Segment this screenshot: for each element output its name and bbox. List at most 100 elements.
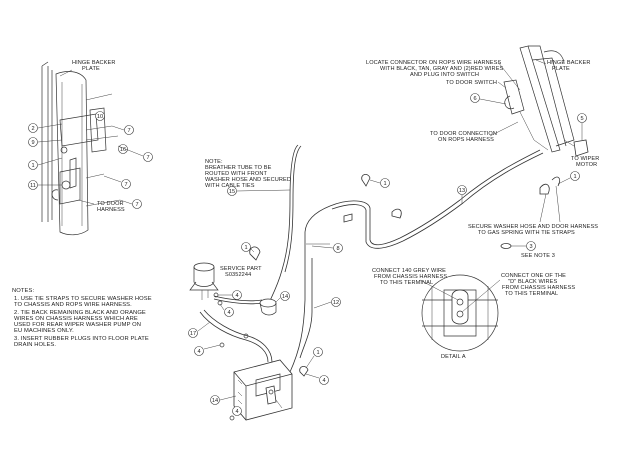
callout-7-right: 7 bbox=[103, 175, 131, 189]
svg-text:3: 3 bbox=[529, 244, 532, 250]
callout-4-e: 4 bbox=[232, 406, 242, 416]
callout-12: 12 bbox=[313, 297, 341, 309]
svg-text:11: 11 bbox=[30, 183, 36, 189]
notes-block: NOTES: 1. USE TIE STRAPS TO SECURE WASHE… bbox=[12, 288, 152, 348]
callout-4-c: 4 bbox=[194, 344, 221, 356]
washer-pump-assembly bbox=[189, 262, 263, 305]
svg-text:1. USE TIE STRAPS TO SECURE W: 1. USE TIE STRAPS TO SECURE WASHER HOSE bbox=[14, 296, 152, 302]
svg-text:TO WIPER: TO WIPER bbox=[571, 156, 599, 162]
svg-text:TO CHASSIS AND ROPS WIRE HARNE: TO CHASSIS AND ROPS WIRE HARNESS. bbox=[14, 302, 132, 308]
svg-text:4: 4 bbox=[235, 409, 238, 415]
svg-text:ON ROPS HARNESS: ON ROPS HARNESS bbox=[438, 137, 494, 143]
svg-text:MOTOR: MOTOR bbox=[576, 162, 597, 168]
svg-text:SERVICE PART: SERVICE PART bbox=[220, 266, 262, 272]
svg-text:HINGE BACKER: HINGE BACKER bbox=[547, 60, 590, 66]
svg-text:8: 8 bbox=[336, 246, 339, 252]
svg-text:1: 1 bbox=[244, 245, 247, 251]
svg-text:EU MACHINES ONLY.: EU MACHINES ONLY. bbox=[14, 328, 74, 334]
locate-connector-label: LOCATE CONNECTOR ON ROPS WIRE HARNESS WI… bbox=[366, 60, 521, 91]
connect-140-label: CONNECT 140 GREY WIRE FROM CHASSIS HARNE… bbox=[372, 268, 459, 301]
detail-a-view bbox=[421, 274, 499, 352]
svg-text:DRAIN HOLES.: DRAIN HOLES. bbox=[14, 342, 56, 348]
svg-text:7: 7 bbox=[127, 128, 130, 134]
svg-text:TO DOOR: TO DOOR bbox=[97, 201, 124, 207]
svg-text:TO GAS SPRING WITH TIE STRAPS: TO GAS SPRING WITH TIE STRAPS bbox=[478, 230, 575, 236]
svg-text:2: 2 bbox=[31, 126, 34, 132]
svg-text:NOTE:: NOTE: bbox=[205, 159, 223, 165]
callout-1-lower-b: 1 bbox=[305, 347, 323, 369]
callout-11: 11 bbox=[28, 180, 62, 190]
svg-text:FROM CHASSIS HARNESS: FROM CHASSIS HARNESS bbox=[502, 285, 575, 291]
svg-text:CONNECT 140 GREY WIRE: CONNECT 140 GREY WIRE bbox=[372, 268, 446, 274]
svg-text:"D" BLACK WIRES: "D" BLACK WIRES bbox=[508, 279, 557, 285]
hose-clips bbox=[343, 174, 560, 223]
svg-text:7: 7 bbox=[135, 202, 138, 208]
to-door-harness-label: TO DOOR HARNESS bbox=[77, 199, 125, 213]
svg-text:WASHER HOSE AND SECURED: WASHER HOSE AND SECURED bbox=[205, 177, 291, 183]
callout-15: 15 bbox=[227, 186, 291, 196]
svg-text:TO DOOR SWITCH: TO DOOR SWITCH bbox=[446, 80, 497, 86]
svg-text:5: 5 bbox=[580, 116, 583, 122]
svg-text:USED FOR REAR WIPER WASHER PUM: USED FOR REAR WIPER WASHER PUMP ON bbox=[14, 322, 141, 328]
hinge-backer-plate-left-label: HINGE BACKER PLATE bbox=[59, 60, 115, 77]
svg-text:TO THIS TERMINAL: TO THIS TERMINAL bbox=[380, 280, 433, 286]
callout-1-clip-mid: 1 bbox=[369, 178, 390, 188]
svg-text:12: 12 bbox=[333, 300, 339, 306]
callout-1-clip-right: 1 bbox=[557, 171, 580, 185]
callout-14-top: 14 bbox=[275, 291, 290, 303]
callout-14-bottom: 14 bbox=[210, 395, 237, 405]
svg-text:PLATE: PLATE bbox=[552, 66, 570, 72]
right-hinge-assembly bbox=[503, 45, 589, 157]
svg-text:SEE NOTE 3: SEE NOTE 3 bbox=[521, 253, 555, 259]
callout-9: 9 bbox=[28, 137, 63, 147]
svg-text:4: 4 bbox=[197, 349, 200, 355]
svg-text:AND PLUG INTO SWITCH: AND PLUG INTO SWITCH bbox=[410, 72, 479, 78]
svg-text:WITH BLACK, TAN, GRAY AND (2)R: WITH BLACK, TAN, GRAY AND (2)RED WIRES bbox=[380, 66, 504, 72]
service-part-label: SERVICE PART S0352244 bbox=[220, 266, 262, 278]
reservoir-cap bbox=[259, 298, 277, 316]
svg-text:TO THIS TERMINAL: TO THIS TERMINAL bbox=[505, 291, 558, 297]
callout-8: 8 bbox=[311, 243, 343, 253]
svg-text:14: 14 bbox=[282, 294, 288, 300]
svg-text:PLATE: PLATE bbox=[82, 66, 100, 72]
rubber-plug bbox=[500, 243, 526, 249]
detail-a-label: DETAIL A bbox=[441, 354, 466, 360]
svg-text:1: 1 bbox=[573, 174, 576, 180]
svg-text:NOTES:: NOTES: bbox=[12, 288, 34, 294]
svg-text:HARNESS: HARNESS bbox=[97, 207, 125, 213]
svg-text:7: 7 bbox=[124, 182, 127, 188]
svg-text:BREATHER TUBE TO BE: BREATHER TUBE TO BE bbox=[205, 165, 272, 171]
svg-text:3. INSERT RUBBER PLUGS INTO F: 3. INSERT RUBBER PLUGS INTO FLOOR PLATE bbox=[14, 336, 149, 342]
svg-text:4: 4 bbox=[235, 293, 238, 299]
svg-text:SECURE WASHER HOSE AND DOOR HA: SECURE WASHER HOSE AND DOOR HARNESS bbox=[468, 224, 598, 230]
callout-1-lower-a: 1 bbox=[241, 242, 255, 253]
callout-4-b: 4 bbox=[219, 303, 234, 317]
svg-text:7: 7 bbox=[146, 155, 149, 161]
callout-7-mid: 7 bbox=[117, 145, 153, 162]
svg-text:17: 17 bbox=[190, 331, 196, 337]
svg-text:HINGE BACKER: HINGE BACKER bbox=[72, 60, 115, 66]
callout-7-lower: 7 bbox=[119, 199, 142, 209]
svg-text:FROM CHASSIS HARNESS: FROM CHASSIS HARNESS bbox=[374, 274, 447, 280]
svg-text:CONNECT ONE OF THE: CONNECT ONE OF THE bbox=[501, 273, 566, 279]
svg-text:WITH CABLE TIES: WITH CABLE TIES bbox=[205, 183, 255, 189]
callout-17: 17 bbox=[188, 321, 211, 338]
callout-2: 2 bbox=[28, 123, 63, 133]
svg-text:1: 1 bbox=[383, 181, 386, 187]
callout-7-upper: 7 bbox=[111, 125, 134, 135]
connect-one-label: CONNECT ONE OF THE "D" BLACK WIRES FROM … bbox=[461, 273, 575, 313]
callout-1-left: 1 bbox=[28, 157, 63, 170]
callout-13: 13 bbox=[457, 185, 467, 204]
svg-text:2. TIE BACK REMAINING BLACK A: 2. TIE BACK REMAINING BLACK AND ORANGE bbox=[14, 310, 146, 316]
svg-text:TO DOOR CONNECTION: TO DOOR CONNECTION bbox=[430, 131, 497, 137]
svg-text:ROUTED WITH FRONT: ROUTED WITH FRONT bbox=[205, 171, 267, 177]
svg-text:4: 4 bbox=[227, 310, 230, 316]
svg-text:6: 6 bbox=[473, 96, 476, 102]
svg-text:LOCATE CONNECTOR ON ROPS WIRE: LOCATE CONNECTOR ON ROPS WIRE HARNESS bbox=[366, 60, 501, 66]
svg-text:WIRES ON CHASSIS HARNESS WHICH: WIRES ON CHASSIS HARNESS WHICH ARE bbox=[14, 316, 138, 322]
callout-4-a: 4 bbox=[218, 290, 242, 300]
svg-text:13: 13 bbox=[459, 188, 465, 194]
breather-tube-note: NOTE: BREATHER TUBE TO BE ROUTED WITH FR… bbox=[205, 159, 291, 189]
callout-4-d: 4 bbox=[305, 373, 329, 385]
